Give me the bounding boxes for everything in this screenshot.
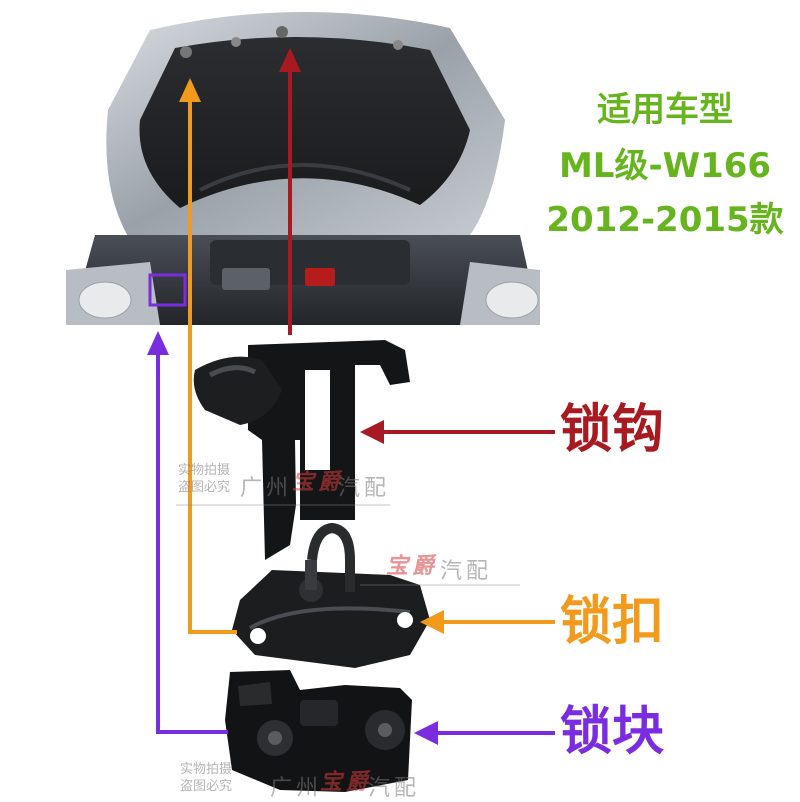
fitment-years: 2012-2015款 [546,200,784,240]
label-block: 锁块 [560,702,665,762]
label-catch: 锁扣 [560,592,665,652]
car-hood-photo [66,11,540,325]
lock-hook-part [193,340,410,560]
watermark-city: 广州 [240,476,293,501]
lock-block-part [225,670,412,792]
watermark-suffix: 汽配 [368,776,421,801]
watermark-line1: 实物拍摄 [178,463,231,478]
block-arrowhead-left [414,721,438,745]
catch-arrowhead-top [179,78,201,102]
lock-catch-part [232,522,430,668]
watermark-brand: 宝爵 [320,769,373,795]
block-arrow [156,345,555,735]
watermark-line2: 盗图必究 [180,779,233,794]
watermark-brand: 宝爵 [292,469,345,495]
fitment-title: 适用车型 [597,90,733,130]
watermark-brand: 宝爵 [386,553,439,579]
watermark-suffix: 汽配 [440,559,493,584]
watermark-line2: 盗图必究 [178,480,231,495]
hook-arrowhead-top [279,48,301,72]
block-arrowhead-top [147,331,169,355]
catch-arrowhead-left [420,610,444,634]
watermark-line1: 实物拍摄 [180,762,233,777]
watermark-suffix: 汽配 [338,476,391,501]
catch-arrow [188,92,555,634]
hook-arrowhead-left [360,420,384,444]
fitment-model: ML级-W166 [558,146,772,186]
hook-arrow [288,62,555,434]
watermark-city: 广州 [270,776,323,801]
label-hook: 锁钩 [560,400,665,460]
